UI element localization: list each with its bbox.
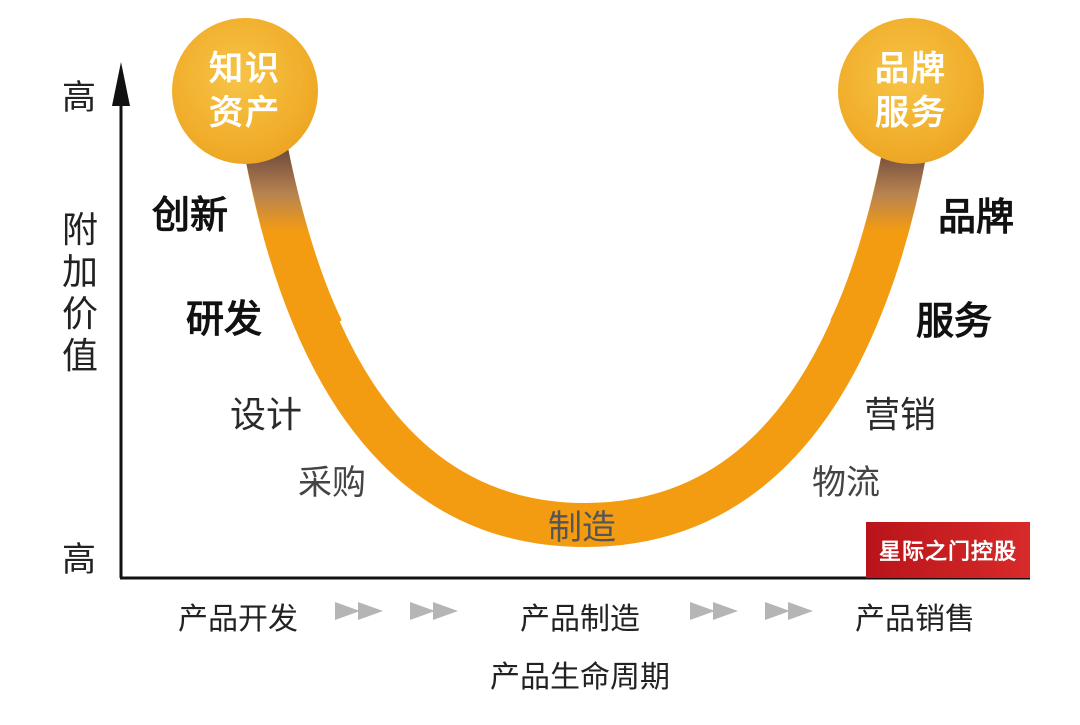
activity-procurement: 采购 (298, 463, 366, 503)
x-axis-title: 产品生命周期 (490, 660, 670, 695)
smile-curve-right-shade (830, 145, 927, 340)
brand-service-circle: 品牌 服务 (838, 18, 984, 164)
phase-arrows-2 (690, 602, 813, 620)
activity-logistics: 物流 (812, 463, 880, 503)
knowledge-assets-line1: 知识 (209, 49, 281, 89)
activity-manufacturing: 制造 (548, 508, 616, 548)
y-axis-title: 附加价值 (61, 210, 98, 377)
activity-marketing: 营销 (864, 395, 937, 436)
activity-innovation: 创新 (152, 193, 229, 237)
y-axis-bottom-label: 高 (62, 540, 96, 580)
knowledge-assets-circle: 知识 资产 (172, 18, 318, 164)
smile-curve-left-shade (244, 145, 342, 340)
brand-service-line2: 服务 (875, 93, 947, 133)
activity-service: 服务 (916, 299, 993, 343)
activity-rnd: 研发 (186, 297, 263, 341)
brand-service-line1: 品牌 (875, 49, 947, 89)
knowledge-assets-line2: 资产 (209, 93, 281, 133)
phase-development: 产品开发 (178, 602, 298, 637)
y-axis-top-label: 高 (62, 78, 96, 118)
activity-design: 设计 (230, 395, 303, 436)
phase-arrows-1 (335, 602, 458, 620)
phase-manufacturing: 产品制造 (520, 602, 640, 637)
phase-sales: 产品销售 (855, 602, 975, 637)
y-axis-arrow-icon (112, 62, 130, 106)
watermark-badge: 星际之门控股 (866, 522, 1030, 578)
activity-brand: 品牌 (938, 195, 1015, 239)
